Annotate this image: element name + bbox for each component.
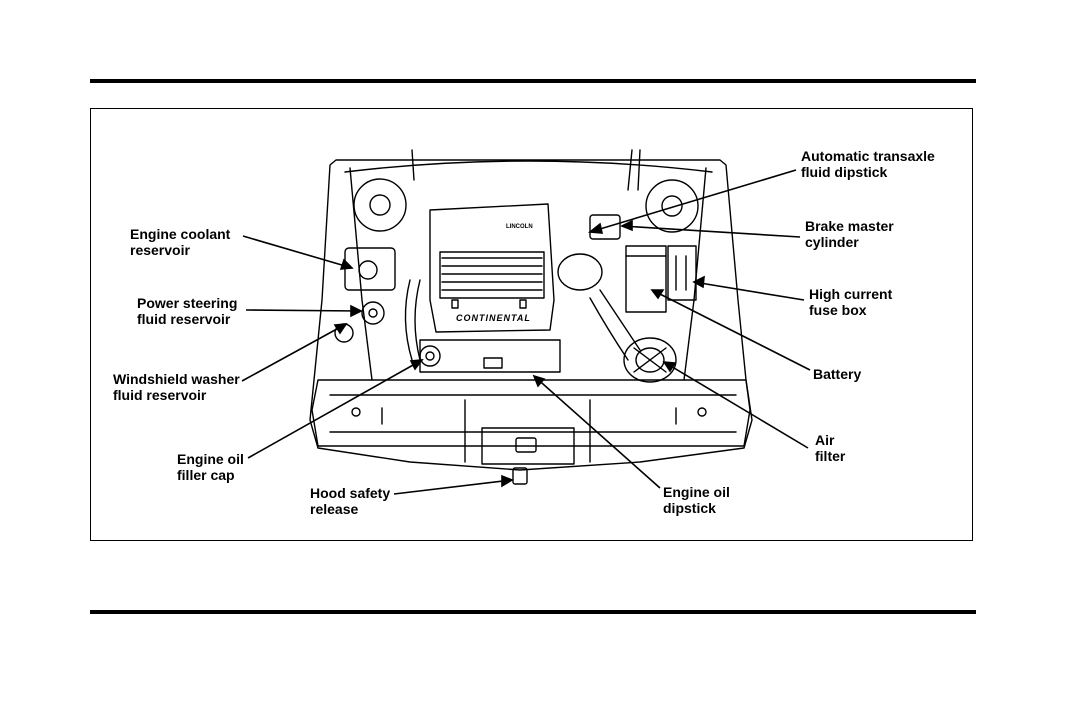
- leader-washer: [242, 324, 346, 381]
- leader-coolant: [243, 236, 352, 268]
- label-power-steering-reservoir: Power steering fluid reservoir: [137, 295, 237, 327]
- label-hood-safety-release: Hood safety release: [310, 485, 390, 517]
- engine-front: [420, 340, 560, 372]
- leader-fuse-box: [694, 282, 804, 300]
- label-battery: Battery: [813, 366, 861, 382]
- power-steering-reservoir: [362, 302, 384, 324]
- fuse-box: [668, 246, 696, 300]
- leader-oil-filler: [248, 360, 422, 458]
- right-strut-tower: [646, 180, 698, 232]
- coolant-reservoir: [345, 248, 395, 290]
- leader-brake-master: [622, 226, 800, 237]
- throttle-body: [558, 254, 602, 290]
- engine-cover-badge: LINCOLN: [506, 224, 533, 230]
- label-engine-oil-dipstick: Engine oil dipstick: [663, 484, 730, 516]
- leader-automatic-transaxle: [590, 170, 796, 232]
- leader-hood-safety: [394, 480, 512, 494]
- left-strut-tower: [354, 179, 406, 231]
- radiator-support: [312, 380, 750, 446]
- label-high-current-fuse-box: High current fuse box: [809, 286, 892, 318]
- leader-air-filter: [664, 362, 808, 448]
- leader-power-steering: [246, 310, 361, 311]
- label-engine-oil-filler-cap: Engine oil filler cap: [177, 451, 244, 483]
- label-air-filter: Air filter: [815, 432, 845, 464]
- engine-cover-model: CONTINENTAL: [456, 313, 531, 323]
- label-engine-coolant-reservoir: Engine coolant reservoir: [130, 226, 230, 258]
- label-windshield-washer-reservoir: Windshield washer fluid reservoir: [113, 371, 240, 403]
- oil-filler-cap: [420, 346, 440, 366]
- label-automatic-transaxle-dipstick: Automatic transaxle fluid dipstick: [801, 148, 935, 180]
- label-brake-master-cylinder: Brake master cylinder: [805, 218, 894, 250]
